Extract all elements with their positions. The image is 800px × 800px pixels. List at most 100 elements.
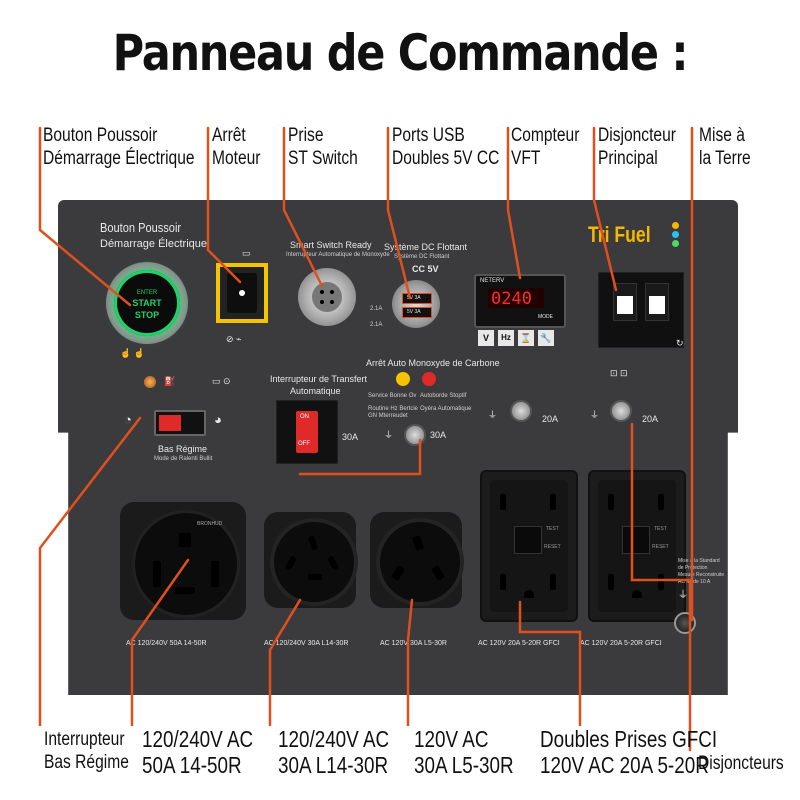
start-button-text-enter: ENTER (136, 290, 158, 296)
gfci-test-reset-button-2[interactable] (622, 526, 650, 554)
dc-system-sublabel: Système DC Flottant (394, 254, 450, 260)
breaker-20a-toggle-1[interactable] (510, 400, 532, 422)
outlet-l14-30r[interactable] (264, 512, 358, 608)
transfer-label: Interrupteur de Transfert (270, 374, 368, 384)
gfci-outlet-2[interactable]: TEST RESET (588, 470, 686, 622)
brand-dots-icon (672, 222, 680, 248)
meter-button-wrench[interactable]: 🔧 (538, 330, 554, 346)
start-label: Bouton Poussoir (100, 220, 182, 235)
leader-line-start-button (38, 126, 132, 307)
idle-sublabel: Mode de Ralenti Bullit (154, 456, 213, 462)
start-button-text-stop: STOP (134, 310, 160, 320)
leader-line-l5-30 (406, 598, 414, 727)
idle-switch[interactable] (154, 410, 206, 436)
ground-symbol-icon: ⏚ (488, 410, 498, 420)
leader-line-14-50 (130, 558, 190, 727)
idle-label: Bas Régime (158, 444, 208, 454)
leader-line-l14-30 (268, 598, 302, 727)
ground-text-3: Mesure Reconstruite (678, 572, 725, 578)
leader-line-idle (38, 416, 142, 727)
control-panel: Bouton Poussoir Démarrage Électrique ENT… (58, 200, 738, 695)
status-led (144, 376, 156, 388)
socket-label-3: AC 120V 30A L5-30R (380, 640, 447, 647)
breaker-20a-label-2: 20A (642, 414, 659, 424)
co-indicator-yellow (396, 372, 410, 386)
breaker-30a-label: 30A (430, 430, 447, 440)
dc-system-label: Système DC Flottant (384, 242, 468, 252)
callout-breakers: Disjoncteurs (698, 753, 784, 774)
co-text-4: Oyéra Automatique (420, 406, 472, 412)
usb-port-1[interactable]: 5V 3A (402, 293, 432, 304)
meter-mode-label: MODE (538, 314, 553, 320)
breaker-reset-icon: ⊡ ⊡ (610, 368, 628, 378)
breaker-20a-label-1: 20A (542, 414, 559, 424)
start-button-text-start: START (132, 298, 162, 308)
smart-switch-sublabel: Interrupteur Automatique de Monoxyde (286, 252, 390, 258)
leader-line-breakers (630, 422, 692, 752)
vft-meter: NETERV 0240 MODE (474, 274, 566, 328)
meter-button-v[interactable]: V (478, 330, 494, 346)
co-text-3: Routine Hz Bertcie (368, 406, 419, 412)
socket-label-1: AC 120/240V 50A 14-50R (126, 640, 207, 647)
meter-buttons: V Hz ⌛ 🔧 (478, 330, 554, 346)
leader-line-st-switch (282, 126, 324, 288)
leader-line-engine-stop (206, 126, 242, 284)
engine-stop-switch[interactable] (227, 273, 257, 313)
start-stop-button[interactable] (114, 270, 180, 336)
meter-brand: NETERV (480, 278, 505, 284)
battery-icon: ▭ (242, 248, 251, 258)
co-text-1: Service Bonne Ov (368, 393, 417, 399)
engine-stop-icons: ⊘ ⌁ (226, 334, 242, 344)
st-switch-socket[interactable] (298, 268, 356, 326)
transfer-switch[interactable]: ON OFF (296, 411, 318, 453)
ground-symbol-icon: ⏚ (678, 590, 688, 601)
breaker-20a-toggle-2[interactable] (610, 400, 632, 422)
leader-line-main-breaker (592, 126, 618, 292)
breaker-cycle-icon: ↻ (676, 338, 684, 348)
page-title: Panneau de Commande : (112, 24, 689, 82)
meter-display: 0240 (488, 288, 544, 309)
usb-port-2[interactable]: 5V 3A (402, 307, 432, 318)
hand-press-icon: ☝ ☝ (120, 348, 145, 358)
usb-port-housing: 5V 3A 5V 3A (392, 280, 440, 328)
outlet-l5-30r[interactable] (370, 512, 464, 608)
main-breaker[interactable] (598, 272, 684, 348)
start-sublabel: Démarrage Électrique (100, 238, 207, 250)
transfer-sublabel: Automatique (290, 386, 341, 396)
oil-icon: ⛽ (164, 376, 176, 386)
power-dot-icon (239, 290, 245, 296)
usb-amp-1: 2.1A (370, 306, 383, 312)
gfci-test-reset-button-1[interactable] (514, 526, 542, 554)
ground-symbol-icon: ⏚ (384, 430, 394, 440)
ground-symbol-icon: ⏚ (590, 410, 600, 420)
socket-label-2: AC 120/240V 30A L14-30R (264, 640, 349, 647)
leader-line-gfci (518, 600, 582, 727)
socket-label-4: AC 120V 20A 5-20R GFCI (478, 640, 560, 647)
meter-button-hz[interactable]: Hz (498, 330, 514, 346)
ground-text-4: AC Mode 10 A (678, 579, 711, 585)
gauge-icon-left: ◔ (124, 412, 132, 427)
co-indicator-red (422, 372, 436, 386)
co-title: Arrêt Auto Monoxyde de Carbone (366, 358, 500, 368)
co-text-2: Autoborde Stoptif (420, 393, 467, 399)
battery-check-icon: ▭ ⊙ (212, 376, 231, 386)
usb-label: CC 5V (412, 264, 439, 274)
leader-line-breakers-bottom (298, 438, 422, 476)
gauge-icon-right: ◕ (214, 412, 222, 427)
meter-button-hourglass[interactable]: ⌛ (518, 330, 534, 346)
co-text-5: GN Mterreudet (368, 413, 408, 419)
socket-label-5: AC 120V 20A 5-20R GFCI (580, 640, 662, 647)
usb-amp-2: 2.1A (370, 322, 383, 328)
gfci-outlet-1[interactable]: TEST RESET (480, 470, 578, 622)
